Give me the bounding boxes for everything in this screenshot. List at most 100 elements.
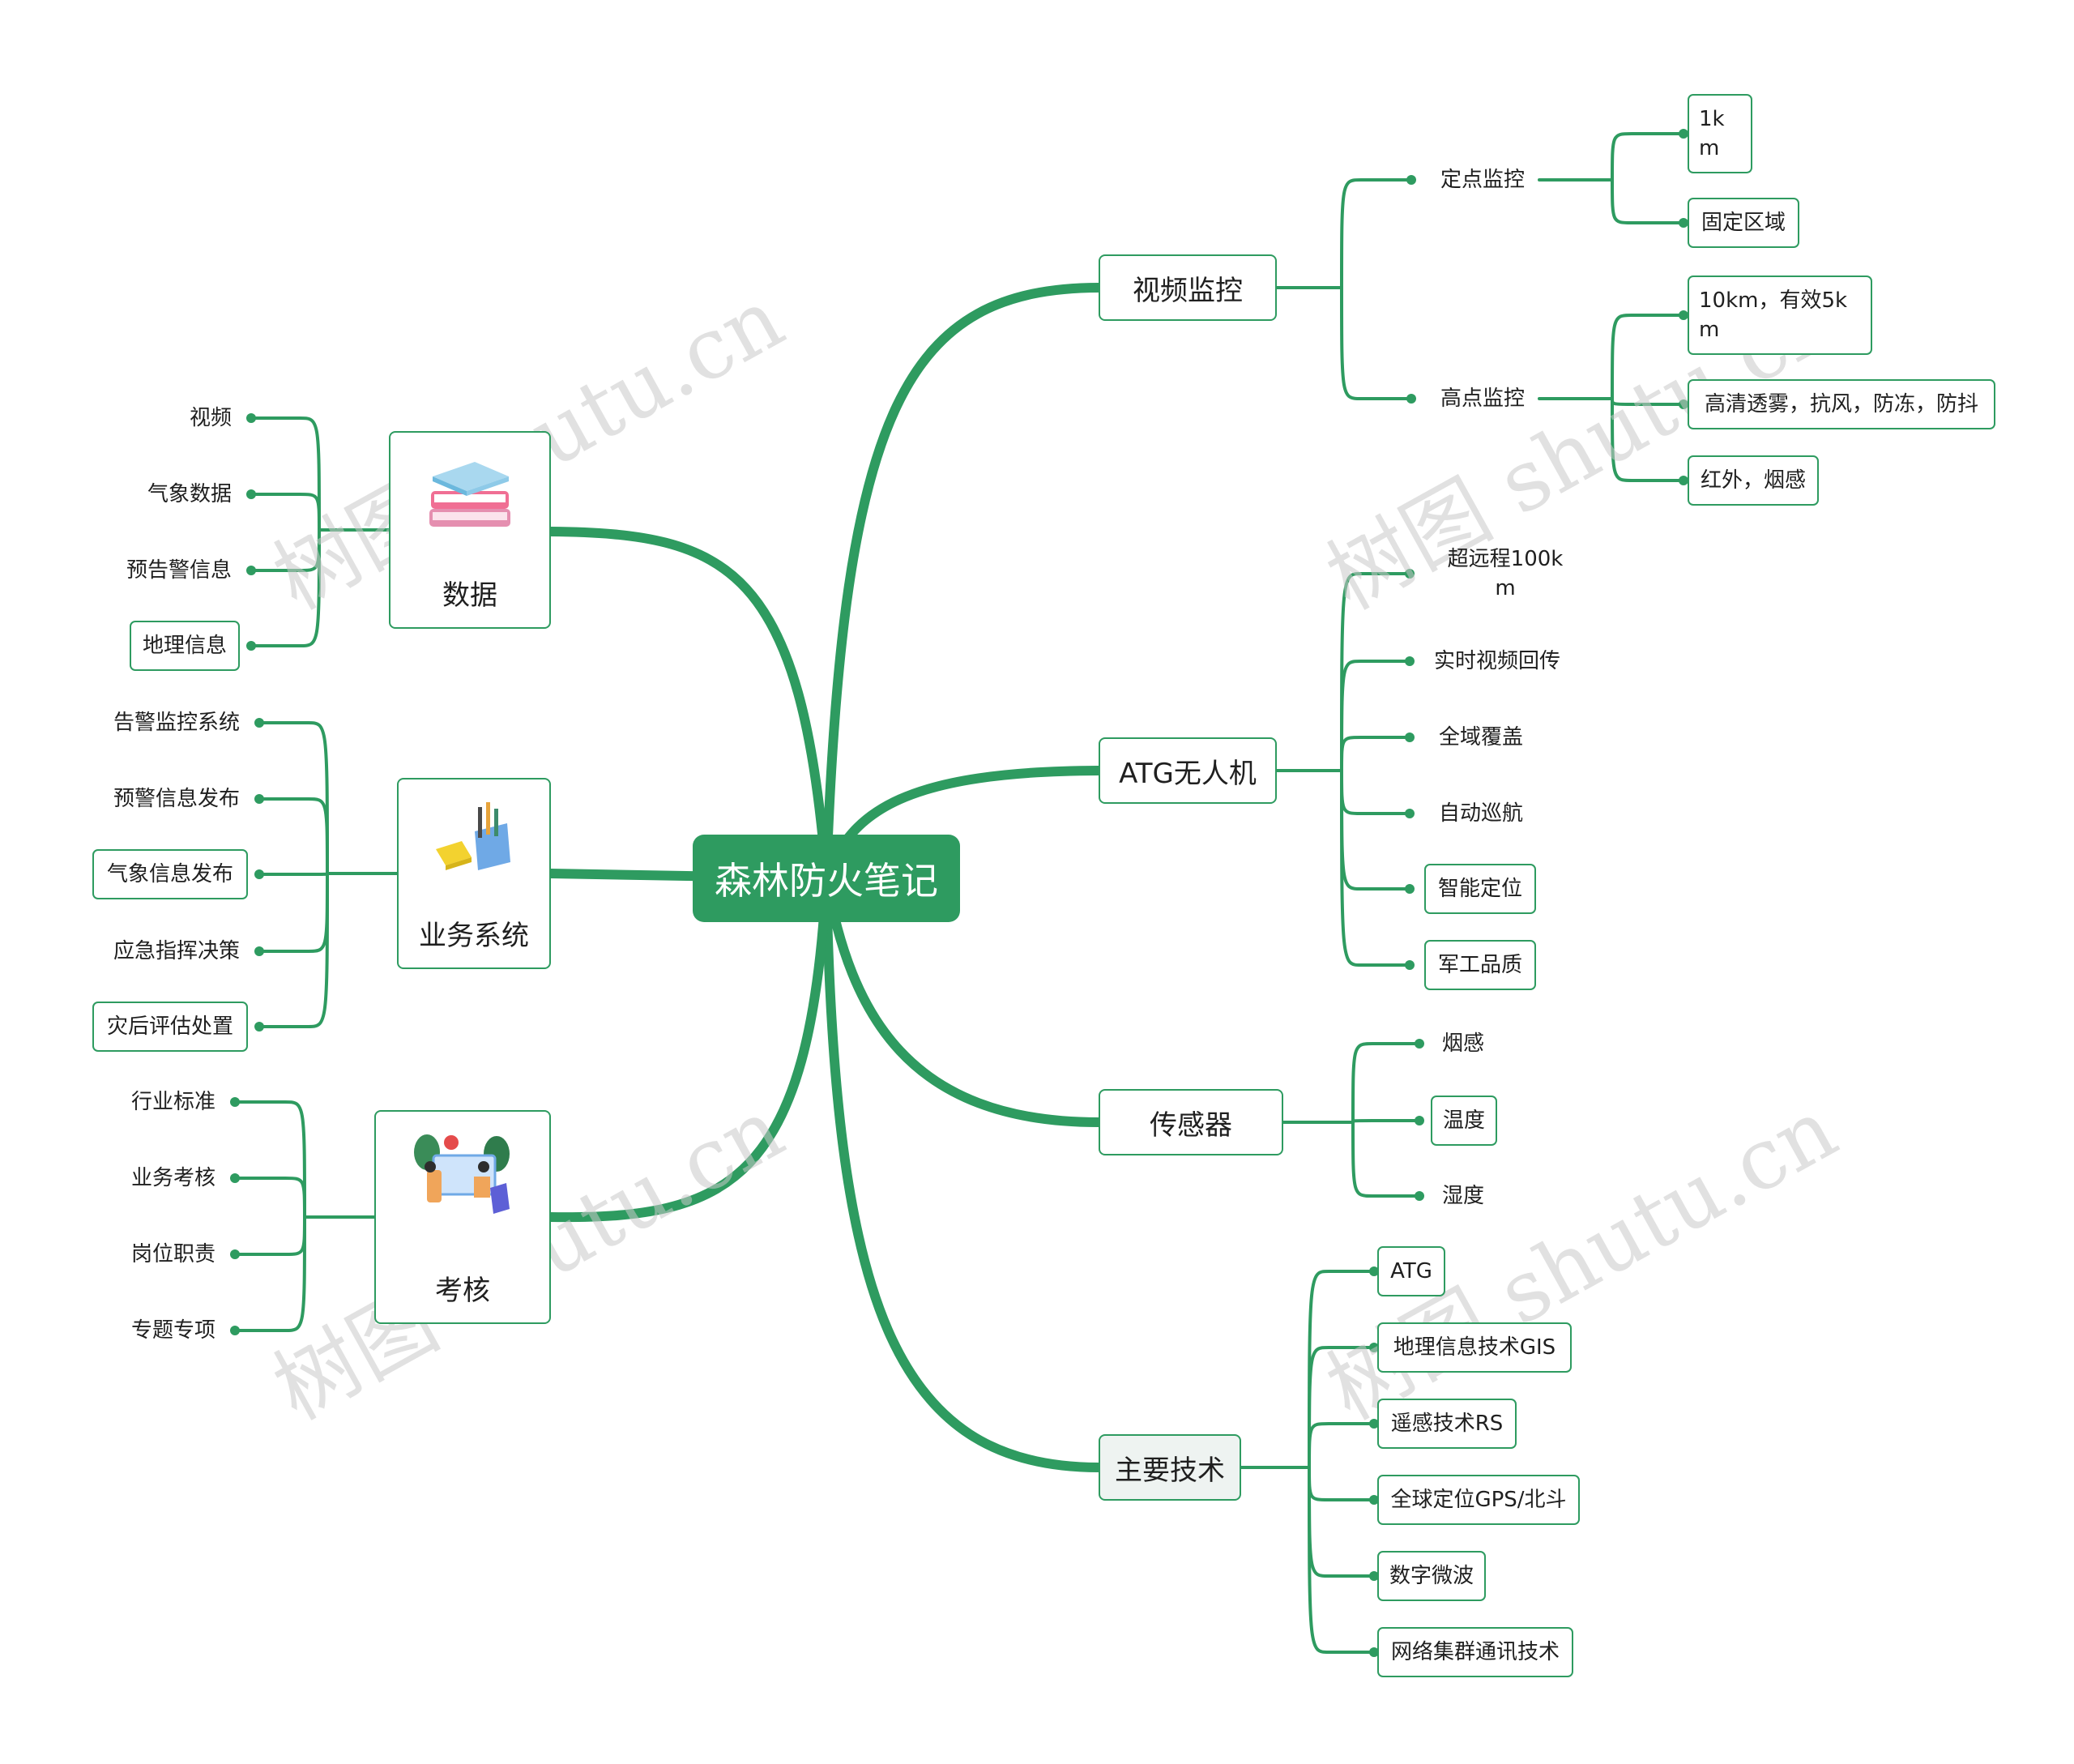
- branch-data: [546, 527, 831, 883]
- leaf-auto-patrol[interactable]: 自动巡航: [1438, 801, 1523, 826]
- leaf-emergency-command[interactable]: 应急指挥决策: [113, 939, 240, 963]
- connector-dot: [254, 718, 264, 728]
- topic-data[interactable]: 数据: [389, 431, 551, 629]
- topic-assessment[interactable]: 考核: [374, 1110, 551, 1324]
- tech-link: [1308, 1422, 1376, 1469]
- books-icon: [429, 462, 510, 527]
- connector-dot: [1405, 733, 1415, 742]
- topic-main-technology[interactable]: 主要技术: [1099, 1434, 1241, 1501]
- branch-assess: [546, 873, 831, 1223]
- connector-dot: [1405, 809, 1415, 818]
- sensor-link: [1351, 1119, 1421, 1124]
- leaf-full-coverage[interactable]: 全域覆盖: [1438, 725, 1523, 750]
- stationery-icon: [436, 802, 510, 870]
- leaf-warning-info[interactable]: 预告警信息: [126, 558, 232, 583]
- leaf-microwave[interactable]: 数字微波: [1377, 1551, 1486, 1601]
- leaf-alarm-system[interactable]: 告警监控系统: [113, 711, 240, 735]
- drone-link: [1340, 660, 1411, 772]
- data-link: [250, 528, 321, 647]
- topic-business-system[interactable]: 业务系统: [397, 778, 551, 969]
- connector-dot: [1415, 1039, 1424, 1049]
- business-link: [258, 872, 329, 953]
- connector-dot: [1369, 1266, 1379, 1276]
- leaf-gis[interactable]: 地理信息技术GIS: [1377, 1322, 1572, 1373]
- topic-video-monitoring[interactable]: 视频监控: [1099, 254, 1277, 321]
- leaf-infrared[interactable]: 红外，烟感: [1688, 455, 1819, 506]
- connector-dot: [1679, 129, 1688, 139]
- topic-atg-drone[interactable]: ATG无人机: [1099, 737, 1277, 804]
- leaf-business-assessment[interactable]: 业务考核: [130, 1166, 216, 1190]
- connector-dot: [230, 1326, 240, 1335]
- connector-dot: [1679, 218, 1688, 228]
- video-link: [1340, 178, 1413, 289]
- topic-assessment-label: 考核: [435, 1275, 490, 1307]
- subtopic-high-monitoring[interactable]: 高点监控: [1440, 387, 1525, 411]
- connector-dot: [1406, 394, 1416, 404]
- connector-dot: [1369, 1495, 1379, 1505]
- leaf-post-disaster[interactable]: 灾后评估处置: [92, 1002, 248, 1052]
- high-link: [1611, 397, 1685, 482]
- drone-link: [1340, 769, 1411, 967]
- leaf-weather-data[interactable]: 气象数据: [147, 482, 232, 506]
- high-link: [1611, 314, 1685, 400]
- connector-dot: [246, 566, 256, 575]
- leaf-ultra-range[interactable]: 超远程100k m: [1447, 547, 1564, 600]
- leaf-warning-publish[interactable]: 预警信息发布: [113, 787, 240, 811]
- fixed-link: [1611, 178, 1685, 224]
- data-link: [250, 416, 321, 532]
- leaf-geo-info[interactable]: 地理信息: [130, 621, 240, 671]
- business-link: [258, 872, 329, 876]
- leaf-gps[interactable]: 全球定位GPS/北斗: [1377, 1475, 1580, 1525]
- drone-link: [1340, 769, 1411, 891]
- tech-link: [1308, 1466, 1376, 1654]
- data-link: [250, 528, 321, 572]
- tech-link: [1308, 1346, 1376, 1469]
- root-topic[interactable]: 森林防火笔记: [693, 835, 960, 922]
- leaf-video[interactable]: 视频: [189, 406, 232, 430]
- connector-dot: [246, 641, 256, 651]
- branch-video: [821, 283, 1103, 883]
- leaf-weather-publish[interactable]: 气象信息发布: [92, 849, 248, 899]
- leaf-1km[interactable]: 1k m: [1688, 94, 1752, 173]
- leaf-temperature[interactable]: 温度: [1431, 1096, 1497, 1146]
- leaf-military-quality[interactable]: 军工品质: [1424, 940, 1536, 990]
- tech-link: [1308, 1466, 1376, 1501]
- leaf-fixed-area[interactable]: 固定区域: [1688, 198, 1799, 248]
- leaf-post-duties[interactable]: 岗位职责: [130, 1242, 216, 1266]
- assess-link: [233, 1215, 306, 1256]
- business-link: [258, 797, 329, 875]
- leaf-hd-fog[interactable]: 高清透雾，抗风，防冻，防抖: [1688, 379, 1995, 429]
- branch-tech: [821, 873, 1103, 1472]
- connector-dot: [1415, 1116, 1424, 1125]
- tech-link: [1308, 1466, 1376, 1578]
- connector-dot: [1679, 310, 1688, 320]
- connector-dot: [1679, 476, 1688, 485]
- tech-link: [1308, 1270, 1376, 1469]
- connector-dot: [1405, 569, 1415, 579]
- leaf-rs[interactable]: 遥感技术RS: [1377, 1399, 1517, 1449]
- branch-sensor: [821, 873, 1103, 1127]
- leaf-cluster-comm[interactable]: 网络集群通讯技术: [1377, 1627, 1573, 1677]
- assess-link: [233, 1177, 306, 1219]
- connector-dot: [254, 794, 264, 804]
- leaf-smart-positioning[interactable]: 智能定位: [1424, 864, 1536, 914]
- leaf-10km[interactable]: 10km，有效5k m: [1688, 275, 1872, 355]
- subtopic-fixed-monitoring[interactable]: 定点监控: [1440, 168, 1525, 192]
- connector-dot: [246, 489, 256, 499]
- connector-dot: [230, 1173, 240, 1183]
- leaf-industry-standard[interactable]: 行业标准: [130, 1090, 216, 1114]
- connector-dot: [230, 1249, 240, 1259]
- teamwork-icon: [414, 1134, 510, 1214]
- leaf-realtime-video[interactable]: 实时视频回传: [1433, 649, 1560, 673]
- connector-dot: [1405, 884, 1415, 894]
- leaf-smoke[interactable]: 烟感: [1441, 1031, 1484, 1056]
- connector-dot: [230, 1097, 240, 1107]
- drone-link: [1340, 572, 1411, 772]
- leaf-humidity[interactable]: 湿度: [1441, 1184, 1484, 1208]
- sensor-link: [1351, 1042, 1421, 1124]
- topic-sensor[interactable]: 传感器: [1099, 1089, 1283, 1155]
- leaf-special-project[interactable]: 专题专项: [130, 1318, 216, 1343]
- leaf-atg[interactable]: ATG: [1377, 1246, 1445, 1296]
- business-link: [258, 872, 329, 1028]
